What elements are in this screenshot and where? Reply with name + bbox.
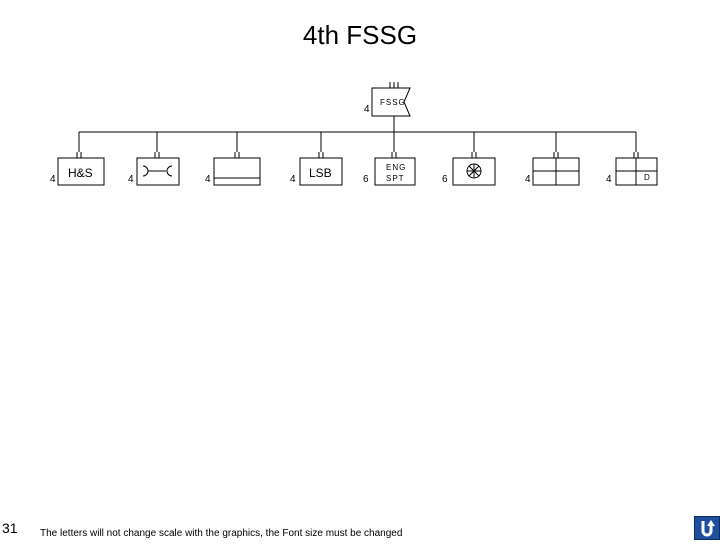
unit-label-hs: H&S (68, 166, 93, 180)
unit-box-mt (452, 157, 496, 186)
unit-box-maintenance (136, 157, 180, 186)
hq-box-frame (371, 87, 411, 117)
page-number: 31 (2, 520, 18, 536)
unit-count: 6 (363, 174, 369, 185)
unit-count: 4 (606, 174, 612, 185)
unit-label-dental: D (644, 173, 651, 182)
echelon-marks (76, 152, 639, 158)
unit-count: 4 (205, 174, 211, 185)
maintenance-icon (142, 165, 173, 177)
unit-label-eng: ENG (386, 163, 407, 172)
page-title: 4th FSSG (302, 20, 418, 50)
hq-echelon-count: 4 (364, 104, 370, 115)
unit-box-supply (213, 157, 261, 186)
dental-cross-icon (616, 158, 657, 185)
footer-note: The letters will not change scale with t… (40, 528, 403, 539)
unit-label-lsb: LSB (309, 166, 332, 180)
return-button[interactable] (694, 516, 720, 540)
unit-count: 4 (525, 174, 531, 185)
hq-unit-box (371, 82, 411, 117)
unit-count: 6 (442, 174, 448, 185)
hq-label: FSSG (380, 98, 406, 107)
u-turn-arrow-icon (701, 520, 715, 537)
medical-cross-icon (533, 158, 579, 185)
unit-label-spt: SPT (386, 174, 405, 183)
unit-count: 4 (128, 174, 134, 185)
unit-count: 4 (290, 174, 296, 185)
unit-count: 4 (50, 174, 56, 185)
unit-box-lsb (299, 157, 343, 186)
motor-transport-icon (466, 163, 482, 179)
unit-box-eng (374, 157, 416, 186)
